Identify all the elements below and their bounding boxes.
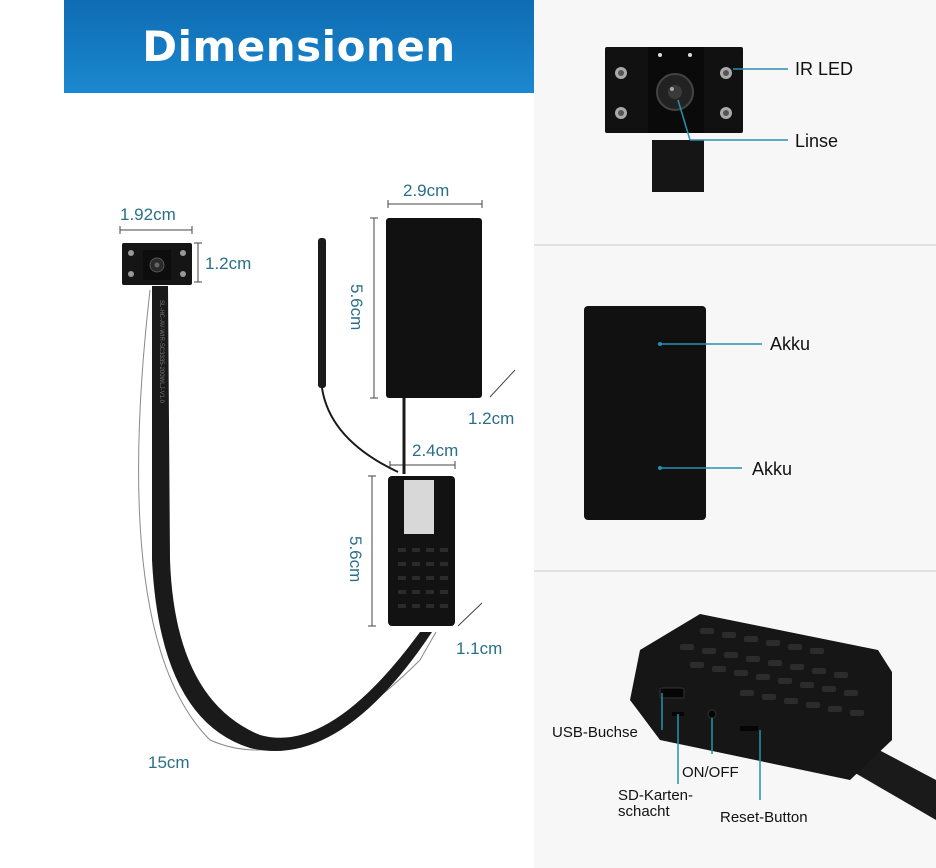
svg-text:SL-HC-AV-WIR-SC3335-200WLJ-V1.: SL-HC-AV-WIR-SC3335-200WLJ-V1.0	[158, 300, 164, 404]
reset-button-label: Reset-Button	[720, 809, 808, 826]
battery-label-top: Akku	[770, 334, 811, 354]
cable-length-label: 15cm	[148, 753, 190, 772]
ir-led-label: IR LED	[795, 59, 854, 79]
battery-depth-label: 1.2cm	[468, 409, 515, 428]
board-height-label: 5.6cm	[346, 536, 365, 583]
sd-slot-label-line1: SD-Karten-	[618, 787, 694, 804]
camera-width-label: 1.92cm	[120, 205, 176, 224]
page-title: Dimensionen	[142, 22, 456, 71]
title-banner: Dimensionen	[64, 0, 534, 93]
sd-slot-label-line2: schacht	[618, 803, 670, 820]
board-width-label: 2.4cm	[412, 441, 459, 460]
lens-label: Linse	[795, 131, 839, 151]
battery-width-label: 2.9cm	[403, 181, 450, 200]
board-depth-label: 1.1cm	[456, 639, 503, 658]
onoff-label: ON/OFF	[682, 764, 739, 781]
usb-port-label: USB-Buchse	[552, 724, 638, 741]
panel-divider	[534, 570, 936, 572]
camera-height-label: 1.2cm	[205, 254, 252, 273]
battery-label-bottom: Akku	[752, 459, 793, 479]
battery-height-label: 5.6cm	[347, 284, 366, 331]
panel-divider	[534, 244, 936, 246]
